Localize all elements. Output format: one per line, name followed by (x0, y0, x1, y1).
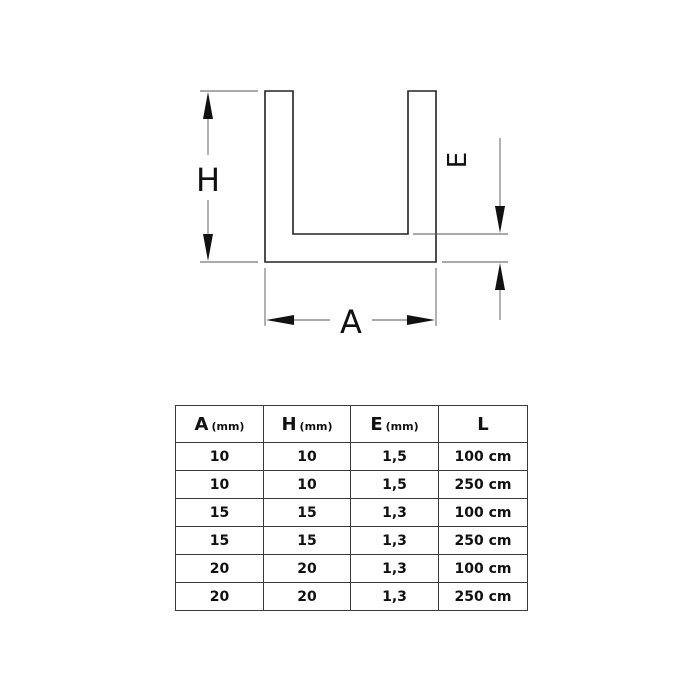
width-dimension (264, 268, 437, 326)
cell-l: 250 cm (438, 470, 528, 499)
table-row: 20 20 1,3 100 cm (175, 554, 528, 583)
table-header-row: A(mm) H(mm) E(mm) L (175, 405, 528, 443)
table-row: 10 10 1,5 100 cm (175, 442, 528, 471)
cell-h: 15 (263, 498, 351, 527)
height-dimension (200, 90, 258, 263)
cell-e: 1,3 (350, 554, 439, 583)
cell-a: 10 (175, 442, 264, 471)
cell-a: 20 (175, 554, 264, 583)
header-a: A(mm) (175, 405, 264, 443)
table-row: 15 15 1,3 100 cm (175, 498, 528, 527)
cell-l: 100 cm (438, 498, 528, 527)
cell-h: 10 (263, 442, 351, 471)
cell-a: 15 (175, 498, 264, 527)
cell-e: 1,5 (350, 470, 439, 499)
thickness-label: E (443, 152, 473, 168)
height-label: H (196, 161, 220, 199)
specifications-table: A(mm) H(mm) E(mm) L 10 10 1,5 100 cm 10 … (175, 405, 528, 611)
u-profile-drawing: H A E (196, 90, 508, 341)
cell-l: 250 cm (438, 526, 528, 555)
u-profile-outline (264, 90, 437, 263)
arrow-left-icon (266, 315, 294, 325)
cell-l: 100 cm (438, 554, 528, 583)
thickness-dimension (413, 138, 508, 320)
cell-h: 20 (263, 582, 351, 611)
header-l: L (438, 405, 528, 443)
cell-l: 100 cm (438, 442, 528, 471)
cell-h: 15 (263, 526, 351, 555)
arrow-down-icon (203, 234, 213, 261)
header-h: H(mm) (263, 405, 351, 443)
header-e: E(mm) (350, 405, 439, 443)
arrow-down-icon (495, 206, 505, 233)
cell-h: 10 (263, 470, 351, 499)
cell-l: 250 cm (438, 582, 528, 611)
arrow-right-icon (407, 315, 435, 325)
cell-e: 1,3 (350, 526, 439, 555)
cell-a: 20 (175, 582, 264, 611)
table-row: 20 20 1,3 250 cm (175, 582, 528, 611)
table-row: 15 15 1,3 250 cm (175, 526, 528, 555)
table-row: 10 10 1,5 250 cm (175, 470, 528, 499)
cell-a: 15 (175, 526, 264, 555)
arrow-up-icon (203, 92, 213, 119)
cell-e: 1,3 (350, 582, 439, 611)
cell-a: 10 (175, 470, 264, 499)
arrow-up-icon (495, 263, 505, 290)
cell-e: 1,3 (350, 498, 439, 527)
width-label: A (340, 303, 362, 341)
cell-h: 20 (263, 554, 351, 583)
cell-e: 1,5 (350, 442, 439, 471)
